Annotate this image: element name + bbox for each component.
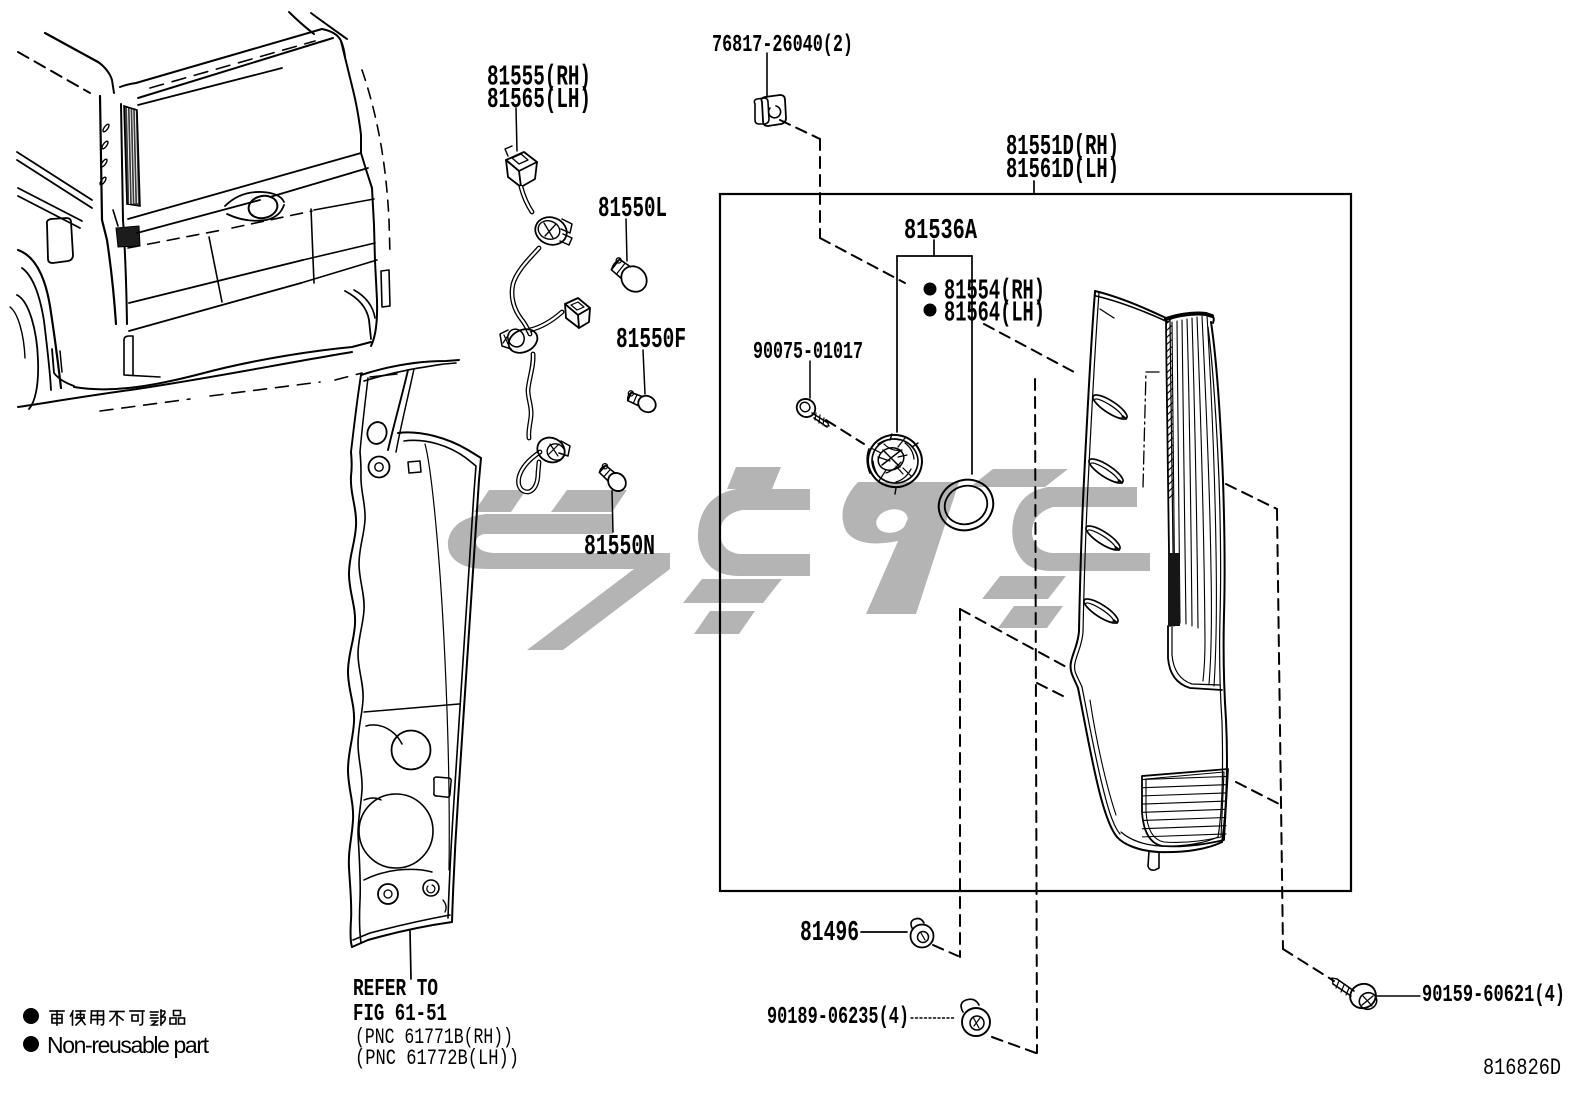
- svg-text:81550F: 81550F: [616, 323, 686, 356]
- svg-text:FIG 61-51: FIG 61-51: [353, 1001, 447, 1028]
- svg-text:81536A: 81536A: [904, 214, 978, 247]
- svg-text:81555(RH): 81555(RH): [487, 61, 591, 94]
- svg-text:76817-26040(2): 76817-26040(2): [712, 32, 853, 59]
- svg-text:81561D(LH): 81561D(LH): [1006, 153, 1119, 186]
- svg-text:90159-60621(4): 90159-60621(4): [1422, 982, 1565, 1009]
- svg-text:81554(RH): 81554(RH): [944, 275, 1045, 308]
- svg-text:(PNC 61771B(RH)): (PNC 61771B(RH)): [355, 1025, 513, 1050]
- svg-text:81496: 81496: [800, 916, 859, 949]
- svg-text:90189-06235(4): 90189-06235(4): [767, 1004, 909, 1031]
- svg-text:81565(LH): 81565(LH): [487, 83, 591, 116]
- svg-text:Non-reusable part: Non-reusable part: [47, 1032, 210, 1058]
- svg-text:81551D(RH): 81551D(RH): [1006, 130, 1119, 163]
- svg-text:(PNC 61772B(LH)): (PNC 61772B(LH)): [355, 1046, 519, 1071]
- svg-text:81564(LH): 81564(LH): [944, 297, 1045, 330]
- svg-text:81550L: 81550L: [598, 192, 667, 225]
- svg-text:REFER TO: REFER TO: [353, 976, 438, 1003]
- svg-text:816826D: 816826D: [1483, 1055, 1561, 1081]
- svg-text:90075-01017: 90075-01017: [753, 339, 863, 366]
- svg-text:81550N: 81550N: [584, 530, 655, 563]
